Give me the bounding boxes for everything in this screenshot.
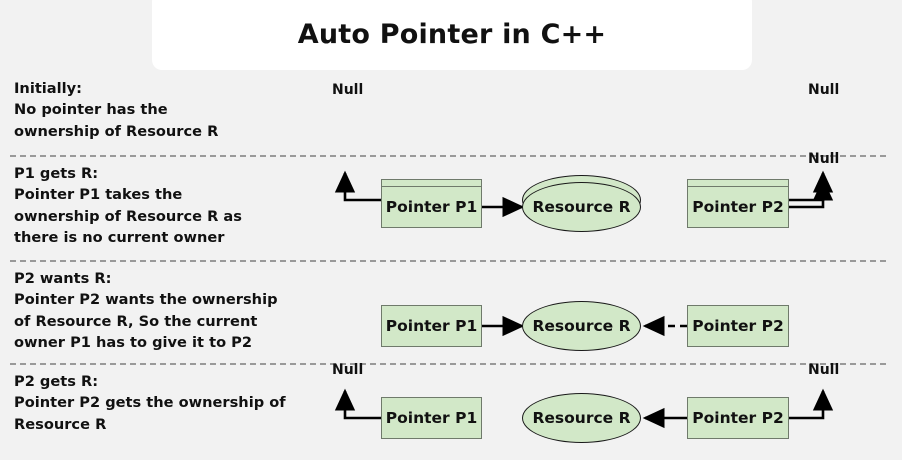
- step-line: ownership of Resource R: [14, 122, 219, 140]
- step-line: ownership of Resource R as: [14, 207, 242, 225]
- pointer-p2-node[interactable]: Pointer P2: [687, 305, 789, 347]
- title-panel: Auto Pointer in C++: [152, 0, 752, 70]
- pointer-p1-node[interactable]: Pointer P1: [381, 397, 482, 439]
- p2-null-label: Null: [808, 82, 840, 98]
- step-caption: P1 gets R: Pointer P1 takes the ownershi…: [14, 163, 324, 249]
- step-line: there is no current owner: [14, 229, 225, 247]
- step-heading: Initially:: [14, 80, 83, 97]
- pointer-p1-node[interactable]: Pointer P1: [381, 305, 482, 347]
- row-separator: [10, 363, 886, 365]
- step-line: No pointer has the: [14, 101, 168, 119]
- step-line: Pointer P1 takes the: [14, 186, 183, 204]
- p2-null-label: Null: [808, 362, 840, 378]
- arrow-layer: [482, 315, 687, 337]
- step-caption: P2 gets R: Pointer P2 gets the ownership…: [14, 371, 324, 435]
- p2-null-wire: [789, 388, 834, 420]
- step-line: Resource R: [14, 415, 107, 433]
- step-diagram: Null Pointer P1 Resource R Pointer P2: [0, 151, 902, 262]
- step-diagram: Pointer P1 Resource R Pointer P2: [0, 262, 902, 365]
- step-diagram: Null Null Pointer P1 Resource R Pointer …: [0, 362, 902, 460]
- arrow-layer: [334, 388, 834, 429]
- step-line: Pointer P2 wants the ownership: [14, 291, 278, 309]
- step-diagram: Null Null Pointer P1 Resource R Pointer …: [0, 72, 902, 225]
- p2-null-wire: [789, 178, 834, 209]
- step-heading: P2 gets R:: [14, 373, 99, 390]
- resource-r-node[interactable]: Resource R: [522, 301, 641, 351]
- row-separator: [10, 260, 886, 262]
- arrow-layer: [482, 178, 834, 218]
- row-separator: [10, 155, 886, 157]
- p2-null-label: Null: [808, 151, 840, 167]
- step-row-initially: Initially: No pointer has the ownership …: [0, 72, 902, 225]
- step-caption: Initially: No pointer has the ownership …: [14, 78, 324, 142]
- p1-null-label: Null: [332, 82, 364, 98]
- step-row-p2-gets-r: P2 gets R: Pointer P2 gets the ownership…: [0, 362, 902, 460]
- page-title: Auto Pointer in C++: [297, 18, 607, 50]
- p1-null-label: Null: [332, 362, 364, 378]
- step-line: owner P1 has to give it to P2: [14, 334, 253, 352]
- step-row-p1-gets-r: P1 gets R: Pointer P1 takes the ownershi…: [0, 151, 902, 262]
- step-line: Pointer P2 gets the ownership of: [14, 394, 286, 412]
- pointer-p2-node[interactable]: Pointer P2: [687, 397, 789, 439]
- step-row-p2-wants-r: P2 wants R: Pointer P2 wants the ownersh…: [0, 262, 902, 365]
- p1-null-wire: [334, 388, 381, 420]
- step-heading: P2 wants R:: [14, 270, 112, 287]
- pointer-p1-node[interactable]: Pointer P1: [381, 186, 482, 228]
- step-line: of Resource R, So the current: [14, 312, 258, 330]
- resource-r-node[interactable]: Resource R: [522, 182, 641, 232]
- pointer-p2-node[interactable]: Pointer P2: [687, 186, 789, 228]
- p1-null-wire: [334, 170, 381, 202]
- step-heading: P1 gets R:: [14, 165, 99, 182]
- arrow-layer: [334, 170, 834, 202]
- step-caption: P2 wants R: Pointer P2 wants the ownersh…: [14, 268, 324, 354]
- resource-r-node[interactable]: Resource R: [522, 393, 641, 443]
